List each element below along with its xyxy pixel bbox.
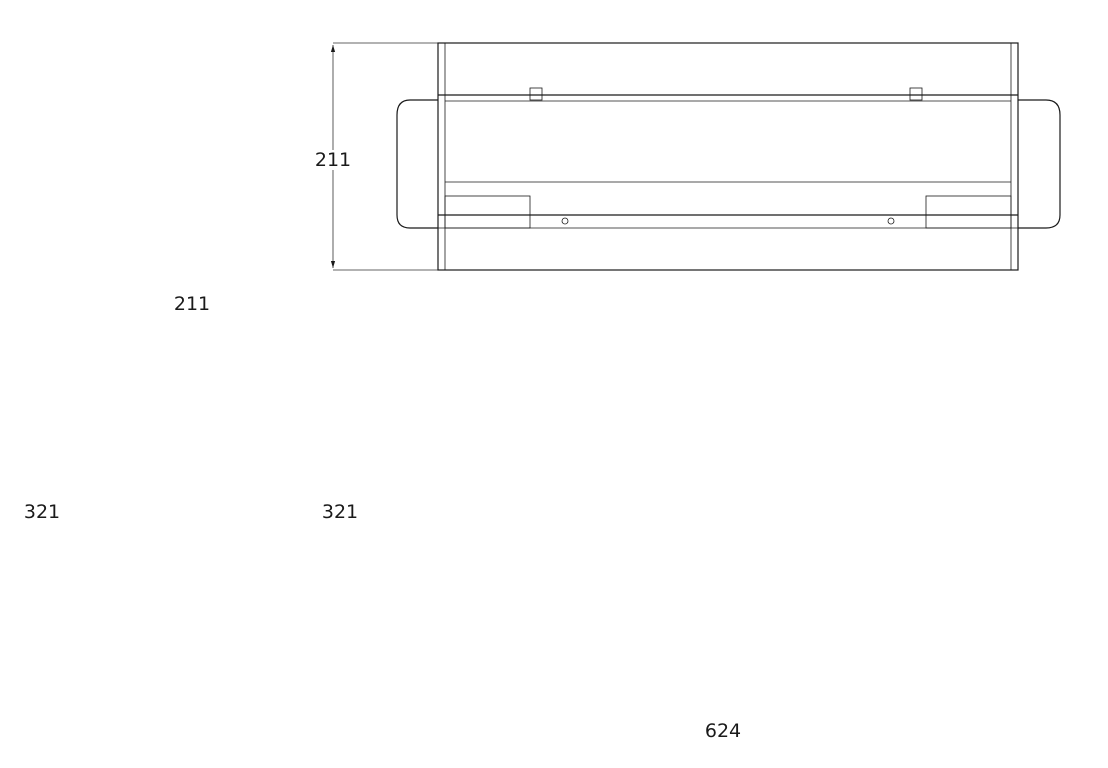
front-view-height-dimension: 321 xyxy=(319,501,361,523)
side-view-height-dimension: 321 xyxy=(21,501,63,523)
top-view xyxy=(330,42,1061,271)
front-view-width-dimension: 624 xyxy=(702,720,744,742)
top-view-depth-dimension: 211 xyxy=(312,149,354,171)
side-view-width-dimension: 211 xyxy=(171,293,213,315)
